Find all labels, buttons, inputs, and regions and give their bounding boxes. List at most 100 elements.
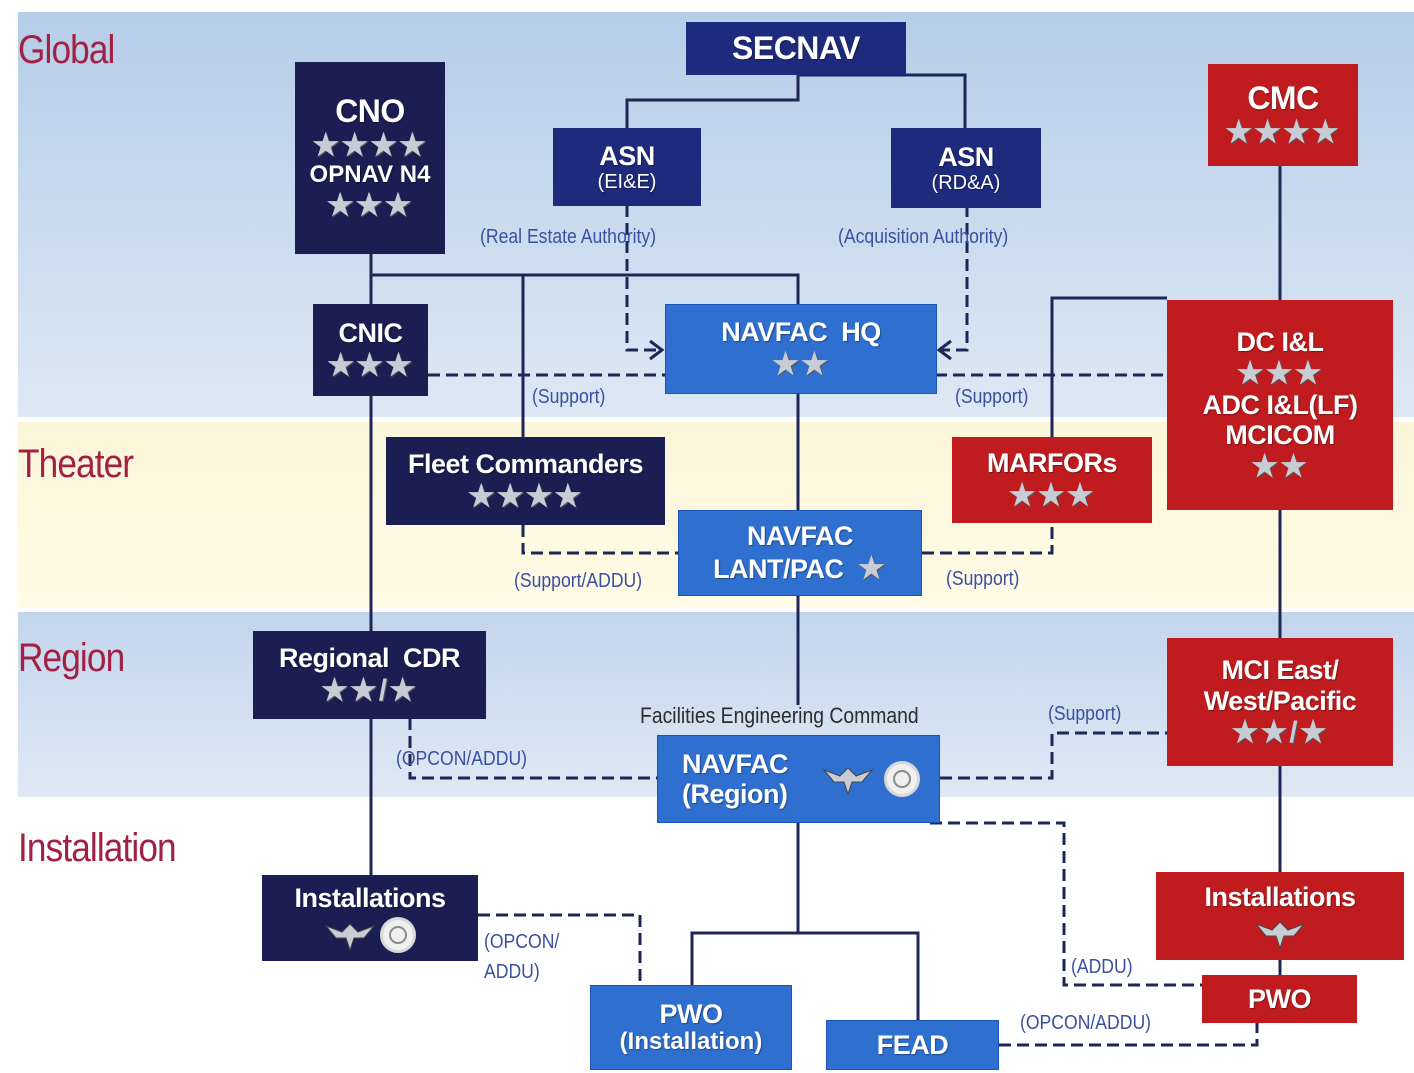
marfors-stars: ★★★ — [1008, 478, 1096, 512]
cnic-stars: ★★★ — [327, 348, 414, 382]
asn-eie-subtitle: (EI&E) — [597, 170, 657, 193]
dcil-marfors-line — [1050, 296, 1167, 437]
annotation-support-lant: (Support) — [946, 568, 1020, 590]
secnav-asn-eie-line — [625, 75, 800, 130]
dc-il-line3: MCICOM — [1225, 420, 1335, 451]
pwo-installation-line1: PWO — [659, 998, 724, 1029]
navfac-lantpac-star: ★ — [858, 551, 887, 585]
asn-eie-title: ASN — [599, 140, 655, 171]
navfac-mci-dashed — [940, 731, 1167, 780]
secnav-box: SECNAV — [686, 22, 906, 75]
tier-label-theater: Theater — [18, 442, 134, 486]
cmc-title: CMC — [1247, 79, 1319, 116]
annotation-acquisition: (Acquisition Authority) — [838, 226, 1009, 248]
asn-rda-subtitle: (RD&A) — [931, 171, 1001, 194]
cno-subtitle: OPNAV N4 — [309, 161, 431, 189]
navfac-lantpac-line2-row: LANT/PAC ★ — [713, 552, 887, 585]
dc-il-line2: ADC I&L(LF) — [1202, 389, 1358, 420]
fead-pwo-usmc-dashed — [999, 1022, 1259, 1047]
fead-box: FEAD — [826, 1020, 999, 1070]
installations-usmc-title: Installations — [1204, 881, 1356, 912]
lantpac-marfors-dashed — [922, 523, 1054, 555]
navfac-hq-stars: ★★ — [772, 347, 830, 381]
navfac-hq-box: NAVFAC HQ ★★ — [665, 304, 937, 394]
region-fead-line — [798, 931, 920, 1020]
navfac-hq-title: NAVFAC HQ — [721, 317, 881, 348]
installations-usmc-box: Installations — [1156, 872, 1404, 960]
navfac-region-insignia — [822, 761, 921, 797]
navfac-lantpac-line1: NAVFAC — [746, 521, 854, 552]
arrow-head-left — [649, 339, 665, 361]
eagle-icon — [324, 923, 376, 952]
pwo-usmc-box: PWO — [1202, 975, 1357, 1023]
cnic-box: CNIC ★★★ — [313, 304, 428, 396]
annotation-opcon-addu-region: (OPCON/ADDU) — [396, 748, 528, 770]
fead-title: FEAD — [876, 1029, 949, 1060]
asn-eie-box: ASN (EI&E) — [553, 128, 701, 206]
seal-icon — [380, 917, 417, 954]
annotation-support-region: (Support) — [1048, 703, 1122, 725]
pwo-installation-box: PWO (Installation) — [590, 985, 792, 1070]
fleet-commanders-stars: ★★★★ — [467, 479, 584, 513]
installations-navy-box: Installations — [262, 875, 478, 961]
regional-navfac-dashed — [408, 718, 657, 780]
asn-eie-hq-dashed — [625, 205, 660, 352]
fleet-commanders-box: Fleet Commanders ★★★★ — [386, 437, 665, 525]
tier-label-installation: Installation — [18, 826, 177, 870]
eagle-icon — [1254, 921, 1306, 950]
navfac-lantpac-line2: LANT/PAC — [713, 553, 844, 584]
regional-cdr-title: Regional CDR — [278, 643, 461, 674]
marfors-box: MARFORs ★★★ — [952, 437, 1152, 523]
dc-il-stars1: ★★★ — [1236, 356, 1324, 390]
arrow-head-right — [936, 339, 952, 361]
annotation-support-addu: (Support/ADDU) — [514, 570, 643, 592]
cno-navfac-hq-line — [371, 273, 800, 305]
tier-label-region: Region — [18, 636, 125, 680]
fleet-commanders-title: Fleet Commanders — [407, 449, 644, 480]
dc-il-line1: DC I&L — [1236, 326, 1325, 357]
dc-il-stars2: ★★ — [1251, 450, 1309, 484]
regional-cdr-stars: ★★/★ — [320, 673, 419, 707]
asn-rda-box: ASN (RD&A) — [891, 128, 1041, 208]
cnic-title: CNIC — [338, 318, 404, 349]
annotation-support-left: (Support) — [532, 386, 606, 408]
mci-line1: MCI East/ — [1221, 655, 1339, 686]
marfors-title: MARFORs — [987, 448, 1118, 479]
pwo-installation-line2: (Installation) — [619, 1028, 763, 1056]
cno-stars: ★★★★ — [312, 129, 428, 163]
dc-il-box: DC I&L ★★★ ADC I&L(LF) MCICOM ★★ — [1167, 300, 1393, 510]
installations-navy-title: Installations — [294, 882, 446, 913]
tier-label-global: Global — [18, 28, 115, 72]
annotation-addu: (ADDU) — [1071, 956, 1133, 978]
pwo-usmc-title: PWO — [1248, 983, 1312, 1014]
navfac-pwo-usmc-dashed — [930, 821, 1202, 987]
region-pwo-line — [690, 823, 800, 985]
asn-rda-title: ASN — [938, 141, 994, 172]
secnav-label: SECNAV — [732, 29, 860, 66]
facilities-engineering-label: Facilities Engineering Command — [640, 703, 919, 728]
cno-box: CNO ★★★★ OPNAV N4 ★★★ — [295, 62, 445, 254]
mci-stars: ★★/★ — [1231, 715, 1329, 749]
navfac-lantpac-box: NAVFAC LANT/PAC ★ — [678, 510, 922, 596]
cmc-stars: ★★★★ — [1225, 116, 1341, 150]
eagle-icon — [822, 767, 874, 796]
mci-box: MCI East/ West/Pacific ★★/★ — [1167, 638, 1393, 766]
installations-navy-insignia — [324, 917, 417, 954]
mci-line2: West/Pacific — [1203, 685, 1357, 716]
navfac-region-text: NAVFAC(Region) — [682, 748, 789, 809]
navfac-region-line2: (Region) — [682, 779, 788, 809]
annotation-opcon-addu-fead: (OPCON/ADDU) — [1020, 1012, 1152, 1034]
fleet-lantpac-dashed — [521, 525, 678, 555]
annotation-opcon-addu-install-2: ADDU) — [484, 961, 540, 983]
annotation-real-estate: (Real Estate Authority) — [480, 226, 657, 248]
annotation-support-right: (Support) — [955, 386, 1029, 408]
asn-rda-hq-dashed — [940, 205, 969, 352]
cmc-box: CMC ★★★★ — [1208, 64, 1358, 166]
seal-icon — [884, 761, 921, 797]
annotation-opcon-addu-install-1: (OPCON/ — [484, 931, 560, 953]
regional-cdr-box: Regional CDR ★★/★ — [253, 631, 486, 719]
navfac-region-box: NAVFAC(Region) — [657, 735, 940, 823]
navfac-region-line1: NAVFAC — [682, 748, 789, 779]
installations-pwo-dashed — [478, 913, 642, 985]
cno-sub-stars: ★★★ — [326, 189, 414, 223]
